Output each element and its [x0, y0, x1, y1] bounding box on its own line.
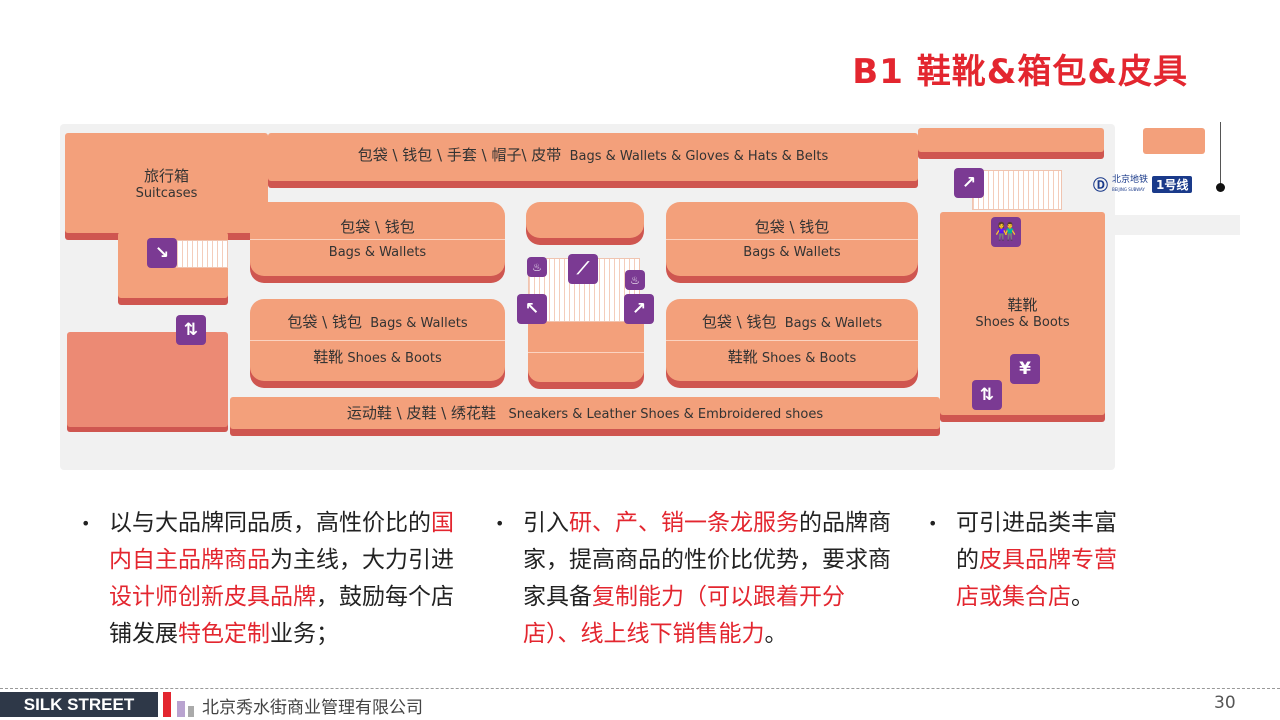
stairs-down-icon: ↘	[147, 238, 177, 268]
page-title: B1 鞋靴&箱包&皮具	[852, 52, 1188, 92]
currency-exchange-icon: ¥	[1010, 354, 1040, 384]
brand-logo: SILK STREET	[0, 692, 158, 717]
label-en: Bags & Wallets	[743, 245, 841, 260]
restaurant-icon: ♨	[625, 270, 645, 290]
staircase	[176, 240, 228, 268]
text-segment: 的品牌商家，提高商品的性价比优势，要求商家具备	[523, 510, 891, 610]
label-en: Suitcases	[135, 186, 198, 201]
text-segment: 引入	[523, 510, 569, 536]
metro-label-zh: 北京地铁	[1112, 174, 1149, 185]
label-en: Bags & Wallets & Gloves & Hats & Belts	[569, 149, 829, 164]
text-segment: 以与大品牌同品质，高性价比的	[109, 510, 431, 536]
label-en: Bags & Wallets	[328, 245, 427, 260]
label-en: Shoes & Boots	[975, 315, 1070, 330]
escalator-icon: ⟋	[568, 254, 598, 284]
shop-center-top	[526, 202, 644, 238]
bullet-3: • 可引进品类丰富的皮具品牌专营店或集合店。	[928, 505, 1136, 616]
footer-divider	[0, 688, 1280, 689]
shop-right-top[interactable]: 包袋 \ 钱包 Bags & Wallets	[666, 202, 918, 276]
company-name: 北京秀水街商业管理有限公司	[202, 698, 423, 718]
bullet-text: 引入研、产、销一条龙服务的品牌商家，提高商品的性价比优势，要求商家具备复制能力（…	[523, 510, 891, 647]
text-segment: 。	[764, 621, 788, 647]
shop-northeast-2	[1143, 128, 1205, 154]
bullet-dot: •	[928, 514, 938, 533]
shop-bottom-band[interactable]: 运动鞋 \ 皮鞋 \ 绣花鞋 Sneakers & Leather Shoes …	[230, 397, 940, 429]
label-zh: 包袋 \ 钱包 \ 手套 \ 帽子\ 皮带	[357, 146, 562, 164]
stairs-up-icon: ↗	[954, 168, 984, 198]
label-zh: 鞋靴	[1007, 296, 1038, 314]
shop-left-mid[interactable]: 包袋 \ 钱包 Bags & Wallets 鞋靴 Shoes & Boots	[250, 299, 505, 381]
label-zh: 包袋 \ 钱包	[701, 313, 777, 331]
restaurant-icon: ♨	[527, 257, 547, 277]
label-zh: 鞋靴	[727, 348, 758, 366]
stairs-up-icon: ↗	[624, 294, 654, 324]
bullet-dot: •	[495, 514, 505, 533]
subway-logo-icon: Ⓓ	[1093, 176, 1109, 194]
label-zh: 包袋 \ 钱包	[754, 218, 830, 236]
highlight-text: 复制能力（可以跟着开分店）、线上线下销售能力	[523, 584, 845, 647]
bullet-dot: •	[81, 514, 91, 533]
text-segment: 可引进品类丰富的	[956, 510, 1117, 573]
label-zh: 鞋靴	[313, 348, 344, 366]
metro-line-badge: 1号线	[1152, 176, 1193, 193]
shop-left-top[interactable]: 包袋 \ 钱包 Bags & Wallets	[250, 202, 505, 276]
highlight-text: 设计师创新皮具品牌	[109, 584, 316, 610]
shop-center-bottom	[528, 322, 644, 382]
staircase	[972, 170, 1062, 210]
text-segment: 。	[1071, 584, 1094, 610]
brand-bar-gray	[188, 706, 194, 717]
text-segment: 为主线，大力引进	[270, 547, 454, 573]
label-en: Bags & Wallets	[784, 316, 883, 331]
label-en: Shoes & Boots	[761, 351, 857, 366]
bullet-text: 以与大品牌同品质，高性价比的国内自主品牌商品为主线，大力引进设计师创新皮具品牌，…	[109, 510, 454, 647]
highlight-text: 研、产、销一条龙服务	[569, 510, 799, 536]
pointer-dot	[1216, 183, 1225, 192]
text-segment: ，鼓励每个店铺发展	[109, 584, 454, 647]
page-number: 30	[1214, 693, 1236, 713]
pointer-line	[1220, 122, 1221, 186]
bullet-2: • 引入研、产、销一条龙服务的品牌商家，提高商品的性价比优势，要求商家具备复制能力…	[495, 505, 893, 653]
highlight-text: 皮具品牌专营店或集合店	[956, 547, 1117, 610]
label-en: Bags & Wallets	[370, 316, 468, 331]
bullet-1: • 以与大品牌同品质，高性价比的国内自主品牌商品为主线，大力引进设计师创新皮具品牌…	[81, 505, 454, 653]
highlight-text: 国内自主品牌商品	[109, 510, 454, 573]
shop-northeast	[918, 128, 1104, 152]
text-segment: 业务；	[270, 621, 339, 647]
bullet-text: 可引进品类丰富的皮具品牌专营店或集合店。	[956, 510, 1117, 610]
floor-base-extension	[1110, 215, 1240, 235]
restroom-icon: 👫	[991, 217, 1021, 247]
label-zh: 包袋 \ 钱包	[287, 313, 362, 331]
label-zh: 旅行箱	[143, 167, 189, 185]
label-en: Shoes & Boots	[347, 351, 442, 366]
label-zh: 运动鞋 \ 皮鞋 \ 绣花鞋	[346, 404, 497, 422]
brand-bar-purple	[177, 701, 185, 717]
label-zh: 包袋 \ 钱包	[340, 218, 415, 236]
highlight-text: 特色定制	[178, 621, 270, 647]
label-en: Sneakers & Leather Shoes & Embroidered s…	[508, 407, 824, 422]
shop-top-band[interactable]: 包袋 \ 钱包 \ 手套 \ 帽子\ 皮带 Bags & Wallets & G…	[268, 133, 918, 181]
metro-label-en: BEIJING SUBWAY	[1112, 186, 1145, 192]
shop-southwest	[67, 332, 228, 427]
elevator-icon: ⇅	[176, 315, 206, 345]
elevator-icon: ⇅	[972, 380, 1002, 410]
brand-bar-red	[163, 692, 171, 717]
stairs-down-icon: ↖	[517, 294, 547, 324]
shop-right-mid[interactable]: 包袋 \ 钱包 Bags & Wallets 鞋靴 Shoes & Boots	[666, 299, 918, 381]
